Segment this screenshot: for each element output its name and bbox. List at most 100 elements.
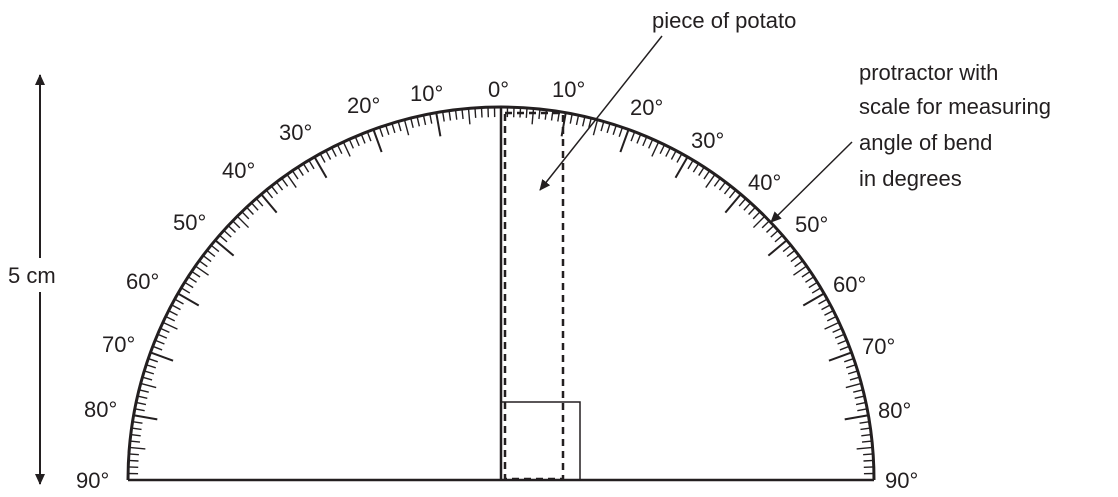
scale-tick — [178, 294, 199, 306]
scale-tick — [607, 123, 610, 133]
scale-label-right-90: 90° — [885, 468, 918, 492]
protractor-label-line-3: angle of bend — [859, 130, 992, 155]
scale-tick — [671, 151, 676, 160]
scale-tick — [539, 109, 540, 119]
scale-tick — [601, 121, 604, 131]
scale-tick — [822, 305, 831, 310]
scale-tick — [129, 454, 139, 455]
protractor-label-line-4: in degrees — [859, 166, 962, 191]
scale-label-right-10: 10° — [552, 77, 585, 102]
scale-tick — [282, 178, 288, 186]
scale-tick — [292, 171, 298, 179]
scale-tick — [417, 117, 419, 127]
scale-tick — [631, 132, 635, 141]
scale-tick — [144, 371, 154, 374]
scale-label-right-60: 60° — [833, 272, 866, 297]
scale-tick — [693, 164, 698, 172]
scale-label-right-50: 50° — [795, 212, 828, 237]
scale-tick — [706, 174, 715, 187]
scale-tick — [660, 145, 664, 154]
scale-tick — [724, 186, 730, 194]
scale-tick — [729, 190, 735, 198]
scale-label-right-40: 40° — [748, 170, 781, 195]
scale-label-left-80: 80° — [84, 397, 117, 422]
protractor-label-line-1: protractor with — [859, 60, 998, 85]
scale-tick — [132, 428, 142, 429]
scale-label-left-90: 90° — [76, 468, 109, 492]
scale-tick — [793, 266, 806, 275]
scale-tick — [787, 250, 795, 256]
scale-tick — [224, 230, 231, 237]
scale-tick — [298, 167, 303, 175]
scale-tick — [856, 402, 866, 404]
scale-tick — [583, 117, 585, 127]
scale-tick — [361, 134, 365, 143]
scale-tick — [343, 142, 350, 157]
scale-tick — [261, 194, 276, 212]
scale-tick — [411, 118, 413, 128]
scale-tick — [386, 125, 389, 135]
scale-tick — [850, 377, 860, 380]
scale-tick — [846, 365, 856, 368]
scale-tick — [130, 441, 140, 442]
scale-tick — [526, 108, 527, 118]
scale-tick — [620, 129, 628, 152]
scale-tick — [449, 111, 450, 121]
scale-tick — [146, 365, 156, 368]
scale-tick — [303, 164, 308, 172]
scale-tick — [771, 230, 778, 237]
protractor-label-line-2: scale for measuring — [859, 94, 1051, 119]
scale-tick — [150, 352, 173, 360]
scale-tick — [863, 454, 873, 455]
potato-piece — [505, 113, 563, 479]
scale-tick — [827, 316, 836, 320]
scale-tick — [749, 207, 756, 214]
scale-tick — [848, 371, 858, 374]
scale-label-left-60: 60° — [126, 269, 159, 294]
scale-tick — [251, 203, 258, 210]
scale-tick — [192, 271, 200, 277]
scale-tick — [136, 402, 146, 404]
scale-tick — [825, 322, 840, 329]
scale-tick — [766, 226, 773, 233]
scale-tick — [802, 271, 810, 277]
scale-tick — [846, 383, 861, 387]
scale-label-right-70: 70° — [862, 334, 895, 359]
scale-tick — [367, 132, 371, 141]
scale-tick — [844, 359, 853, 362]
scale-tick — [423, 115, 425, 125]
scale-tick — [129, 460, 139, 461]
scale-tick — [753, 216, 764, 227]
scale-tick — [155, 340, 164, 344]
scale-tick — [838, 340, 847, 344]
scale-tick — [169, 311, 178, 316]
scale-tick — [228, 226, 235, 233]
scale-label-left-10: 10° — [410, 81, 443, 106]
scale-tick — [133, 422, 143, 424]
scale-tick — [337, 145, 341, 154]
scale-tick — [833, 328, 842, 332]
scale-tick — [456, 110, 457, 120]
scale-tick — [861, 435, 871, 436]
scale-tick — [552, 111, 553, 121]
scale-label-right-20: 20° — [630, 95, 663, 120]
scale-tick — [643, 137, 647, 146]
protractor-pointer-arrow — [771, 142, 852, 222]
scale-tick — [840, 346, 849, 350]
scale-tick — [163, 322, 178, 329]
scale-tick — [545, 110, 546, 120]
scale-tick — [475, 108, 476, 118]
scale-tick — [795, 261, 803, 267]
scale-tick — [266, 190, 272, 198]
scale-tick — [619, 127, 622, 136]
scale-tick — [775, 235, 783, 242]
scale-label-left-70: 70° — [102, 332, 135, 357]
scale-tick — [172, 305, 181, 310]
scale-tick — [637, 134, 641, 143]
potato-label: piece of potato — [652, 8, 796, 33]
scale-tick — [160, 328, 169, 332]
scale-label-left-30: 30° — [279, 120, 312, 145]
scale-tick — [855, 396, 865, 398]
scale-tick — [181, 288, 190, 293]
